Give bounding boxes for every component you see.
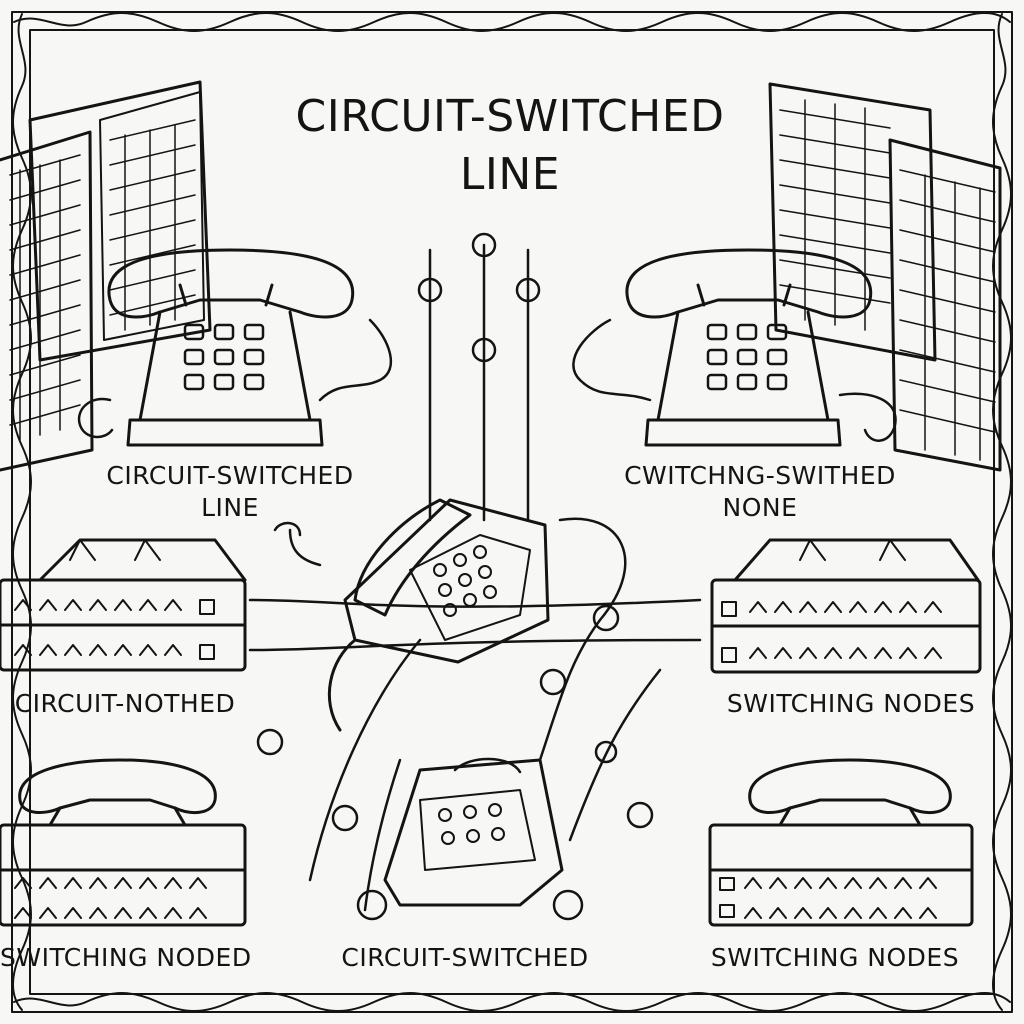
- label-bottom-center: CIRCUIT-SWITCHED: [341, 943, 589, 972]
- diagram-title: CIRCUIT-SWITCHED LINE: [230, 88, 790, 204]
- switching-node-icon: [710, 538, 982, 674]
- cable-connector-icon: [417, 232, 541, 522]
- telephone-icon: [77, 248, 393, 447]
- switching-node-icon: [0, 538, 247, 672]
- switching-node-icon: [0, 823, 247, 927]
- label-top-right-line-2: NONE: [722, 493, 798, 522]
- label-bottom-right: SWITCHING NODES: [710, 943, 960, 972]
- server-rack-left: [0, 80, 212, 472]
- telephone-icon: [356, 757, 584, 921]
- label-top-right: CWITCHNG-SWITHED NONE: [620, 460, 900, 524]
- title-line-1: CIRCUIT-SWITCHED: [295, 91, 725, 142]
- label-top-left-line-1: CIRCUIT-SWITCHED: [106, 461, 354, 490]
- switching-node-icon: [708, 823, 974, 927]
- cable-connector-icon: [248, 517, 702, 912]
- label-top-left-line-2: LINE: [201, 493, 259, 522]
- title-line-2: LINE: [459, 149, 561, 200]
- telephone-icon: [748, 758, 952, 827]
- label-mid-left: CIRCUIT-NOTHED: [14, 689, 236, 718]
- label-mid-right: SWITCHING NODES: [726, 689, 976, 718]
- label-top-left: CIRCUIT-SWITCHED LINE: [80, 460, 380, 524]
- telephone-icon: [18, 758, 217, 827]
- label-top-right-line-1: CWITCHNG-SWITHED: [624, 461, 896, 490]
- rope-border: [11, 11, 1013, 1013]
- label-bottom-left: SWITCHING NODED: [0, 943, 252, 972]
- telephone-icon: [572, 248, 897, 447]
- server-rack-right: [768, 82, 1002, 472]
- telephone-icon: [327, 498, 550, 732]
